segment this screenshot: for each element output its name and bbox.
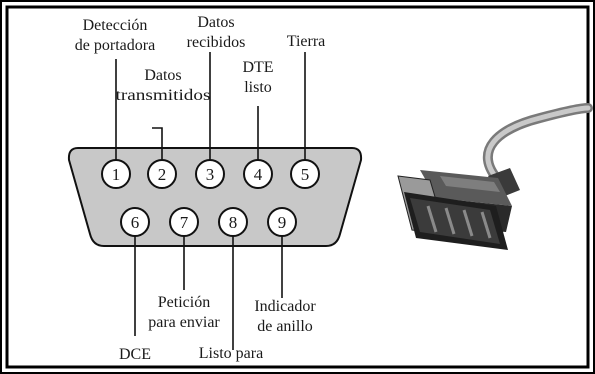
label-pin-4-line-1: DTE: [242, 59, 273, 76]
pin-1: 1: [101, 159, 131, 189]
pin-8-number: 8: [229, 213, 238, 232]
pin-7-number: 7: [180, 213, 189, 232]
label-pin-7-line-1: Petición: [158, 294, 210, 311]
label-pin-6: DCE: [119, 346, 151, 363]
pin-5: 5: [290, 159, 320, 189]
label-pin-8: Listo para: [199, 345, 263, 362]
leader-lines: [115, 52, 306, 350]
pin-3-number: 3: [206, 165, 215, 184]
pin-3: 3: [195, 159, 225, 189]
db9-cable-icon: [397, 103, 593, 250]
label-pin-7-line-2: para enviar: [148, 314, 220, 331]
label-pin-9-line-1: Indicador: [254, 298, 316, 315]
pin-9-number: 9: [278, 213, 287, 232]
pin-2-number: 2: [158, 165, 167, 184]
label-pin-1-line-1: Detección: [83, 17, 148, 34]
label-pin-1-line-2: de portadora: [75, 37, 155, 54]
label-pin-3-line-2: recibidos: [187, 34, 246, 51]
pin-4-number: 4: [254, 165, 263, 184]
pin-5-number: 5: [301, 165, 310, 184]
label-pin-4-line-2: listo: [244, 79, 272, 96]
pin-6-number: 6: [131, 213, 140, 232]
pin-8: 8: [218, 207, 248, 237]
pin-2: 2: [147, 159, 177, 189]
pin-1-number: 1: [112, 165, 121, 184]
label-pin-2-line-2: transmitidos: [116, 87, 211, 104]
pin-7: 7: [169, 207, 199, 237]
pin-9: 9: [267, 207, 297, 237]
label-pin-9-line-2: de anillo: [257, 318, 313, 335]
label-pin-3-line-1: Datos: [197, 14, 234, 31]
inner-frame: [5, 5, 590, 369]
label-pin-5: Tierra: [287, 33, 326, 50]
label-pin-2-line-1: Datos: [144, 67, 181, 84]
pin-6: 6: [120, 207, 150, 237]
pin-labels: Detección de portadora Datos transmitido…: [75, 14, 325, 363]
pin-4: 4: [243, 159, 273, 189]
